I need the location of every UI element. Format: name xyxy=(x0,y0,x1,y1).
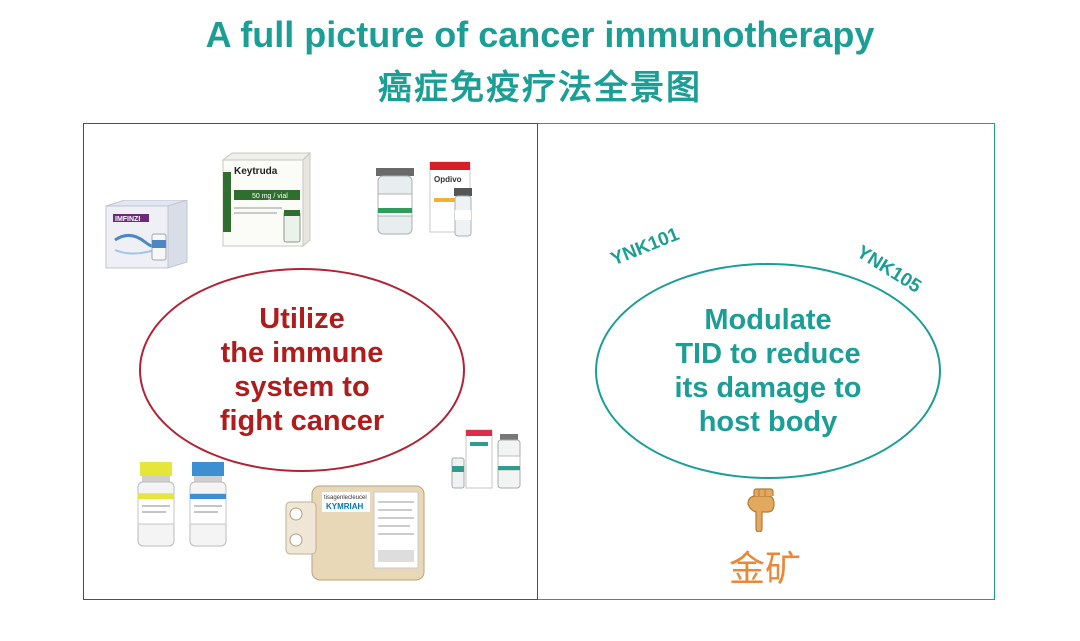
page-title-chinese: 癌症免疫疗法全景图 xyxy=(378,68,702,108)
tisagenlecleucel-vials-image xyxy=(137,462,227,547)
left-ellipse-text: Utilize the immune system to fight cance… xyxy=(219,302,385,438)
imfinzi-product-image: IMFINZI xyxy=(105,200,188,269)
opdivo-product-image: Opdivo xyxy=(376,161,472,237)
keytruda-brand: Keytruda xyxy=(234,166,278,177)
page-title-english: A full picture of cancer immunotherapy xyxy=(205,14,875,55)
right-ellipse: Modulate TID to reduce its damage to hos… xyxy=(595,263,941,479)
kymriah-infusion-bag-image: tisagenlecleucel KYMRIAH xyxy=(285,485,425,581)
keytruda-dose: 50 mg / vial xyxy=(252,193,288,200)
small-drug-box-image xyxy=(451,429,521,489)
gold-mine-text: 金矿 xyxy=(728,549,801,590)
kymriah-brand: KYMRIAH xyxy=(326,502,364,511)
kymriah-generic-name: tisagenlecleucel xyxy=(324,495,367,501)
right-panel xyxy=(538,123,995,600)
imfinzi-brand: IMFINZI xyxy=(115,216,140,223)
left-ellipse: Utilize the immune system to fight cance… xyxy=(139,268,465,472)
pointing-down-hand-icon xyxy=(747,488,775,532)
right-ellipse-text: Modulate TID to reduce its damage to hos… xyxy=(674,303,862,439)
opdivo-brand: Opdivo xyxy=(434,175,462,184)
keytruda-product-image: Keytruda 50 mg / vial xyxy=(222,152,312,248)
left-panel xyxy=(83,123,538,600)
